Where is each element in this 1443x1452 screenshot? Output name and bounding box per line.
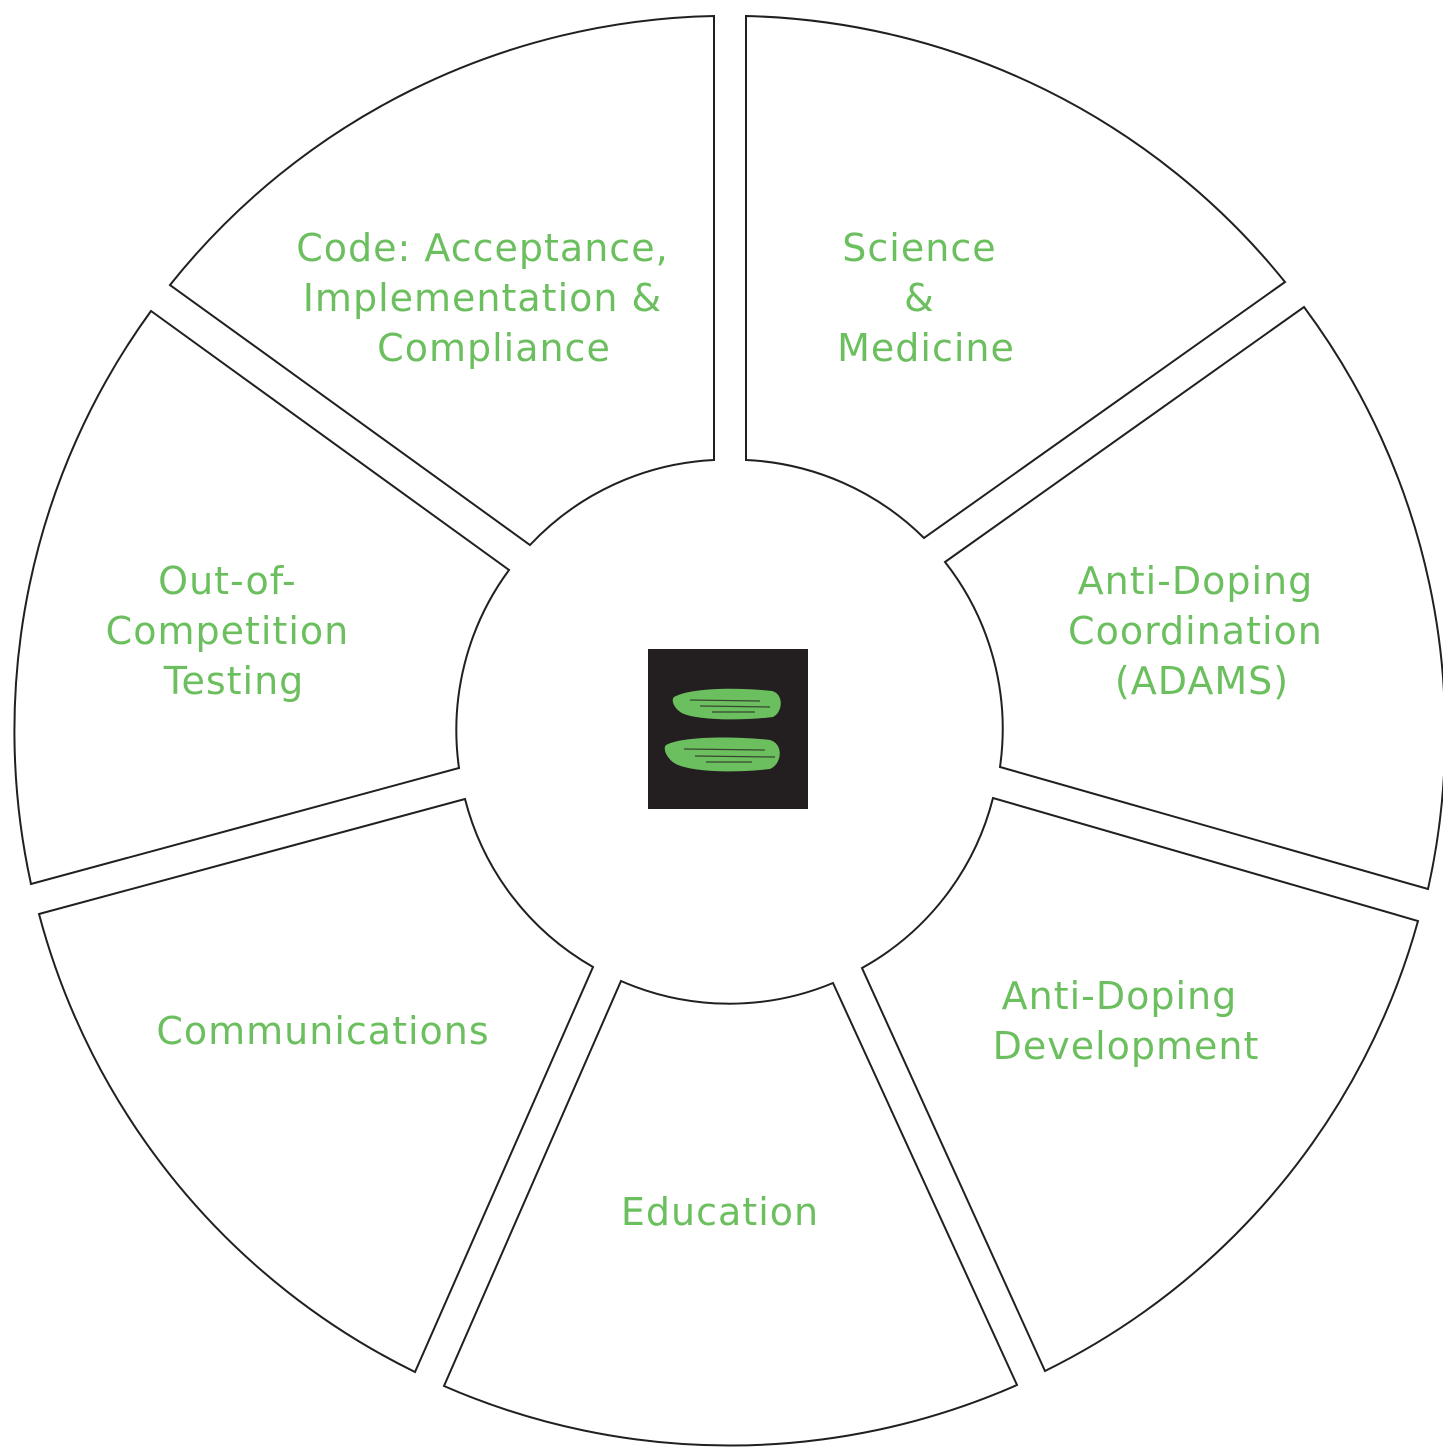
segment-anti-doping-development[interactable] <box>860 796 1420 1373</box>
segment-out-of-competition-testing[interactable] <box>13 309 511 886</box>
segment-science-medicine[interactable] <box>745 14 1287 540</box>
label-out-of-competition-testing: Out-of- Competition Testing <box>106 559 363 703</box>
brush-texture <box>683 699 776 763</box>
segment-anti-doping-coordination[interactable] <box>943 305 1443 891</box>
label-anti-doping-coordination: Anti-Doping Coordination (ADAMS) <box>1068 559 1336 703</box>
segment-education[interactable] <box>442 979 1019 1447</box>
segment-code-compliance[interactable] <box>168 14 715 547</box>
label-education: Education <box>621 1190 819 1234</box>
label-science-medicine: Science & Medicine <box>837 226 1015 370</box>
segment-communications[interactable] <box>37 797 595 1374</box>
brush-stroke-top <box>672 688 781 720</box>
labels-layer: Science & Medicine Anti-Doping Coordinat… <box>106 226 1336 1234</box>
segments-layer <box>13 14 1443 1447</box>
label-anti-doping-development: Anti-Doping Development <box>993 974 1260 1068</box>
label-code-compliance: Code: Acceptance, Implementation & Compl… <box>296 226 682 370</box>
brush-stroke-bottom <box>664 737 780 772</box>
equals-brush-stroke-icon <box>664 688 781 772</box>
label-communications: Communications <box>156 1009 489 1053</box>
logo-background <box>648 649 808 809</box>
center-logo <box>648 649 808 809</box>
